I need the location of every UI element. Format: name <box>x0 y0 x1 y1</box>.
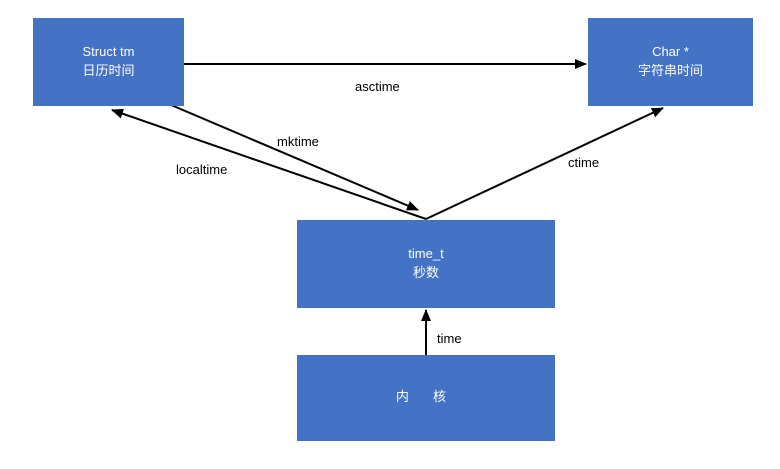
node-char-ptr: Char * 字符串时间 <box>588 18 753 106</box>
node-kernel-title: 内 核 <box>395 390 457 405</box>
node-char-ptr-title: Char * <box>652 44 689 59</box>
node-kernel: 内 核 <box>297 355 555 441</box>
label-localtime: localtime <box>176 162 228 177</box>
node-char-ptr-subtitle: 字符串时间 <box>637 64 703 79</box>
node-struct-tm: Struct tm 日历时间 <box>33 18 184 106</box>
node-time-t-title: time_t <box>408 246 444 261</box>
label-mktime: mktime <box>277 134 319 149</box>
edge-mktime <box>149 95 419 211</box>
node-time-t: time_t 秒数 <box>297 220 555 308</box>
label-ctime: ctime <box>568 155 600 170</box>
node-struct-tm-subtitle: 日历时间 <box>82 64 135 79</box>
label-time: time <box>437 331 462 346</box>
edge-ctime <box>425 107 664 220</box>
label-asctime: asctime <box>355 79 400 94</box>
edge-localtime <box>111 108 427 220</box>
node-struct-tm-title: Struct tm <box>82 44 135 59</box>
node-time-t-subtitle: 秒数 <box>412 266 439 281</box>
